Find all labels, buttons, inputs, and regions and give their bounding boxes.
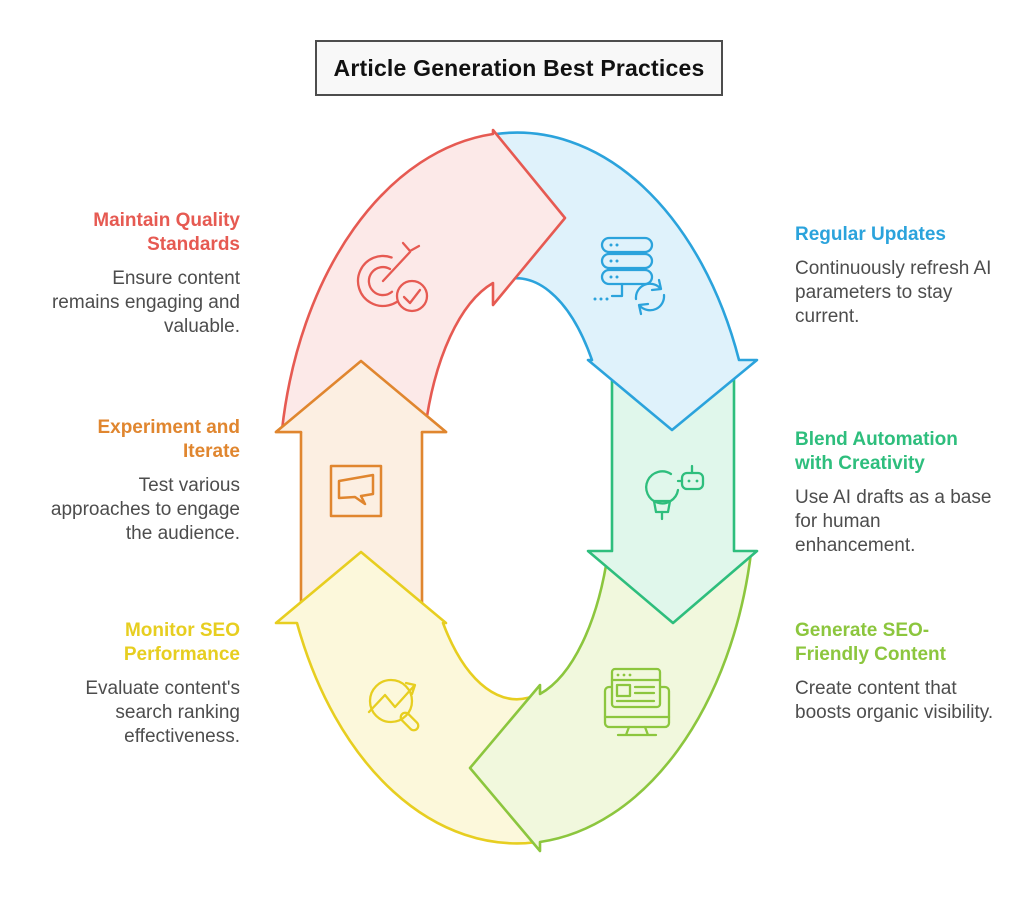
search-trend-icon (367, 678, 420, 732)
label-description: Evaluate content's search ranking effect… (85, 678, 240, 747)
label-blend-automation: Blend Automation with Creativity Use AI … (795, 428, 1000, 558)
server-refresh-icon (593, 236, 666, 316)
label-maintain-quality: Maintain Quality Standards Ensure conten… (44, 209, 240, 339)
label-description: Ensure content remains engaging and valu… (51, 268, 240, 337)
label-heading: Monitor SEO Performance (123, 620, 240, 665)
label-heading: Blend Automation with Creativity (795, 429, 958, 474)
arrow-blend-automation (586, 360, 759, 625)
arrow-experiment-head-fill (276, 361, 446, 432)
target-check-icon (356, 241, 429, 313)
label-description: Create content that boosts organic visib… (795, 678, 994, 723)
arrow-regular-updates (494, 131, 759, 432)
label-regular-updates: Regular Updates Continuously refresh AI … (795, 223, 1000, 329)
comment-box-icon (329, 464, 383, 518)
label-description: Test various approaches to engage the au… (50, 475, 240, 544)
label-monitor-seo: Monitor SEO Performance Evaluate content… (44, 619, 240, 749)
arrow-maintain-quality (280, 128, 567, 432)
arrow-experiment-head-outline (274, 359, 448, 434)
diagram-title-box: Article Generation Best Practices (315, 40, 723, 96)
label-heading: Maintain Quality Standards (93, 210, 240, 255)
label-description: Use AI drafts as a base for human enhanc… (795, 487, 992, 556)
label-heading: Generate SEO-Friendly Content (795, 620, 946, 665)
arrow-generate-seo (468, 551, 753, 853)
lightbulb-robot-icon (645, 464, 705, 521)
label-generate-seo: Generate SEO-Friendly Content Create con… (795, 619, 1000, 725)
diagram-title: Article Generation Best Practices (333, 54, 705, 81)
label-heading: Experiment and Iterate (97, 417, 240, 462)
label-heading: Regular Updates (795, 224, 946, 245)
label-description: Continuously refresh AI parameters to st… (795, 258, 992, 327)
monitor-webpage-icon (603, 667, 671, 737)
label-experiment-iterate: Experiment and Iterate Test various appr… (44, 416, 240, 546)
